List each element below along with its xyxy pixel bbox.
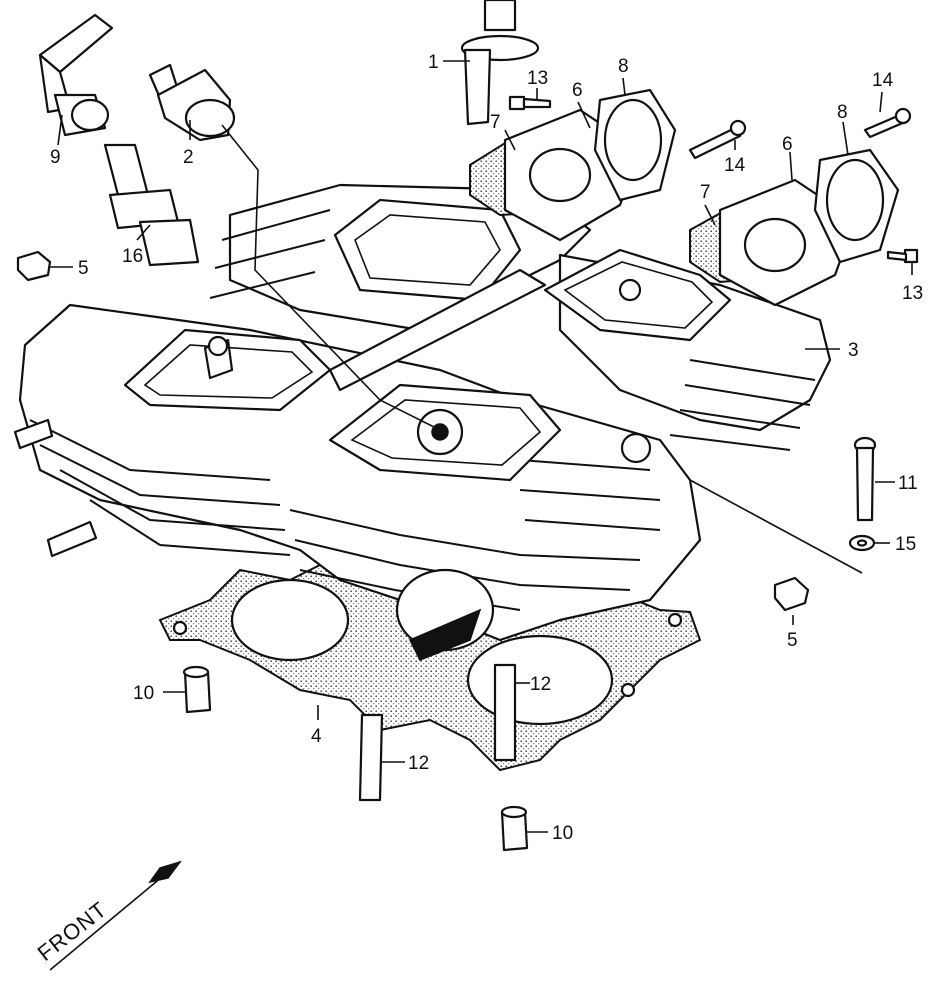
spark-plug-cap: [38, 13, 114, 137]
adjuster-cap: [148, 63, 236, 142]
front-arrow-head: [148, 860, 182, 884]
cylinder-head: [13, 183, 832, 661]
breather-bolt: [460, 0, 540, 126]
screw-13-right: [886, 248, 919, 264]
nut-5-right: [773, 576, 810, 612]
intake-set-right: [689, 148, 900, 307]
callout-13-top: 13: [527, 68, 548, 89]
callout-14-right: 14: [872, 70, 894, 91]
callout-3: 3: [848, 340, 859, 361]
spark-plug: [103, 143, 200, 267]
callout-7-left: 7: [490, 112, 501, 133]
callout-10-bottom: 10: [552, 823, 573, 844]
screw-13-top: [508, 95, 552, 111]
callout-12-center: 12: [530, 674, 551, 695]
callout-14-left: 14: [724, 155, 746, 176]
screw-14-left: [688, 119, 747, 160]
dowel-10-bottom: [500, 805, 529, 852]
bolt-11: [853, 436, 877, 522]
callout-13-right: 13: [902, 283, 923, 304]
callout-2: 2: [183, 147, 194, 168]
callout-8-left: 8: [618, 56, 629, 77]
callout-6-left: 6: [572, 80, 583, 101]
callout-12-lower: 12: [408, 753, 429, 774]
callout-8-right: 8: [837, 102, 848, 123]
callout-9: 9: [50, 147, 61, 168]
front-label: FRONT: [33, 897, 112, 966]
callout-7-right: 7: [700, 182, 711, 203]
callout-4: 4: [311, 726, 322, 747]
stud-12-lower: [358, 713, 384, 802]
washer-15: [848, 534, 876, 552]
callout-5-right: 5: [787, 630, 798, 651]
stud-12-center: [493, 663, 517, 762]
leader-lines: [50, 60, 913, 833]
callout-labels: 1 2 3 4 5 5 6 6 7 7 8 8 9 10 10 11 12 12…: [50, 52, 923, 844]
dowel-10-left: [182, 665, 212, 714]
callout-11: 11: [898, 473, 918, 494]
callout-16: 16: [122, 246, 143, 267]
front-direction-indicator: FRONT: [33, 860, 182, 971]
callout-15: 15: [895, 534, 916, 555]
callout-5-left: 5: [78, 258, 89, 279]
callout-10-left: 10: [133, 683, 154, 704]
intake-set-left: [469, 88, 677, 242]
callout-1: 1: [428, 52, 439, 73]
screw-14-right: [863, 107, 912, 139]
nut-5-left: [16, 250, 52, 282]
callout-6-right: 6: [782, 134, 793, 155]
